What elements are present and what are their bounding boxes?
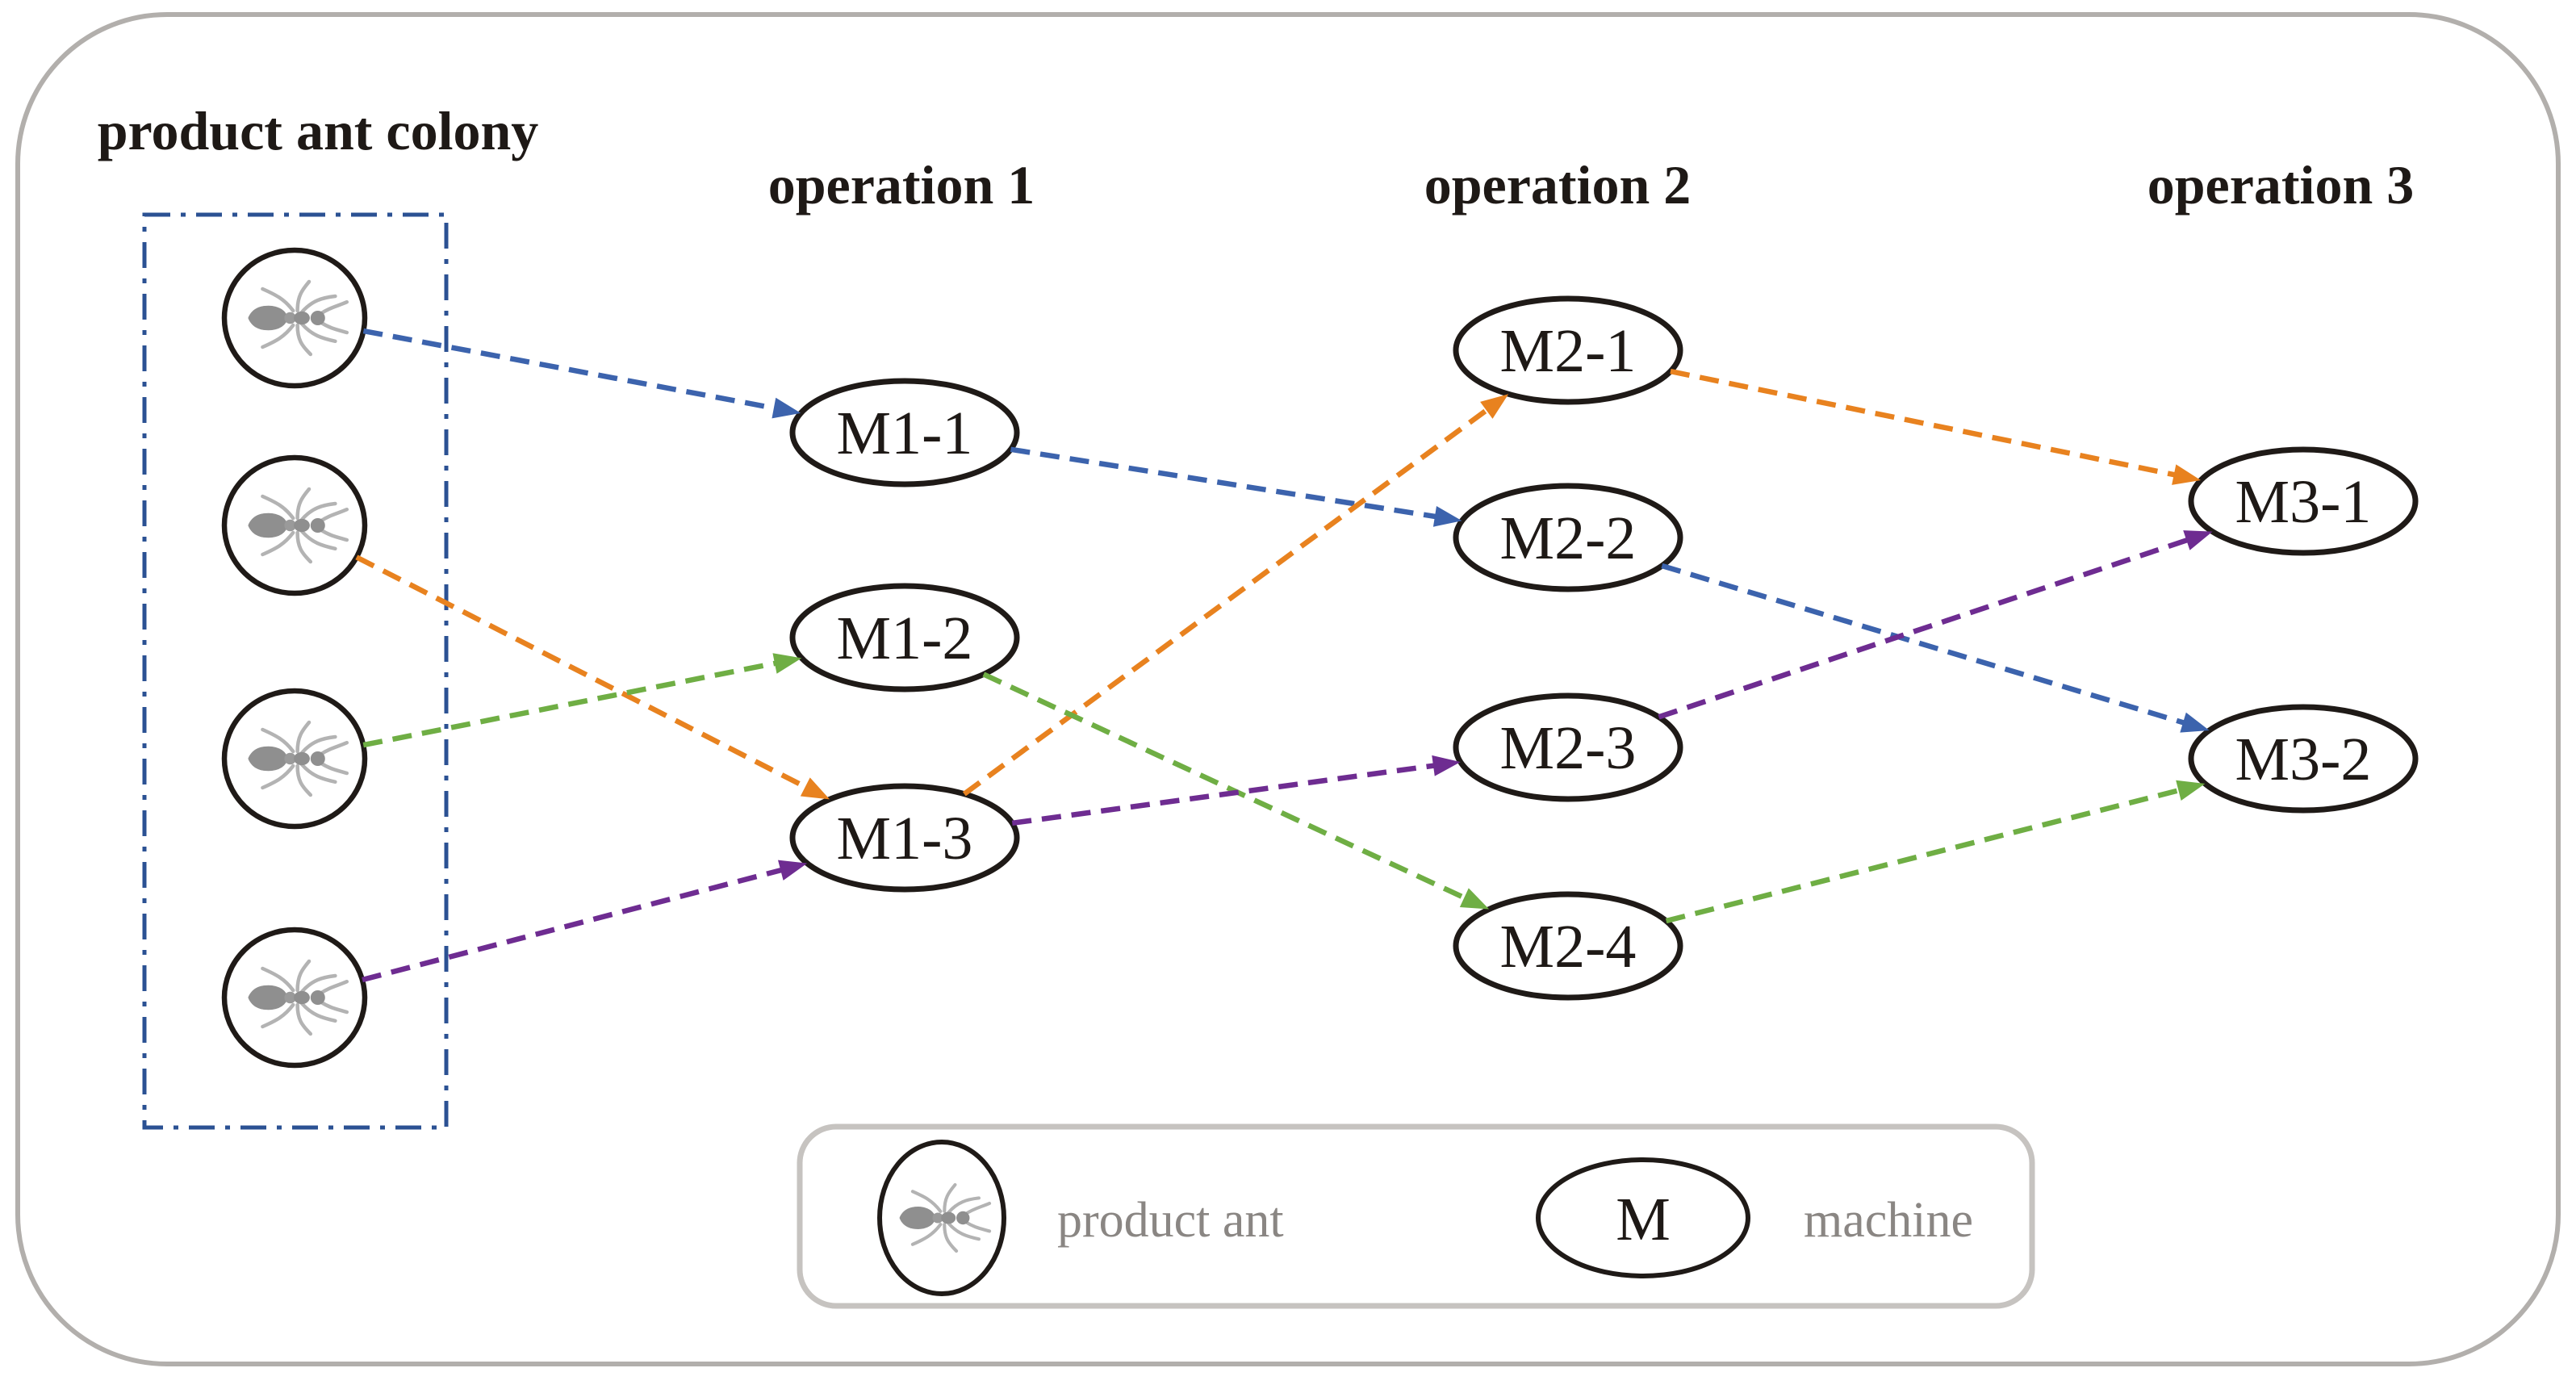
arrowhead-icon bbox=[772, 653, 802, 674]
product-ant-node-ant-3 bbox=[221, 688, 368, 830]
arrowhead-icon bbox=[1432, 506, 1462, 527]
edge-line bbox=[1665, 786, 2185, 924]
machine-ellipse bbox=[1453, 891, 1683, 1001]
product-ant-node-ant-4 bbox=[221, 927, 368, 1069]
operation-headers: operation 1 operation 2 operation 3 bbox=[768, 154, 2415, 215]
arrowhead-icon bbox=[1432, 755, 1461, 776]
nodes-layer: M1-1M1-2M1-3 M2-1M2-2M2-3M2-4 M3-1M3-2 bbox=[221, 247, 2419, 1069]
arrowhead-icon bbox=[2172, 464, 2202, 485]
machine-label: M1-3 bbox=[837, 805, 973, 872]
arrowhead-icon bbox=[1459, 888, 1490, 910]
edge-line bbox=[1670, 368, 2180, 479]
edge-line bbox=[982, 671, 1470, 902]
edge-M1-1-M2-2 bbox=[1010, 446, 1462, 527]
machine-label: M3-1 bbox=[2235, 468, 2372, 536]
edge-M1-2-M2-4 bbox=[982, 671, 1490, 910]
machine-node-M2-4: M2-4 bbox=[1453, 891, 1683, 1001]
edge-line bbox=[962, 405, 1492, 797]
edge-ant-3-M1-2 bbox=[362, 653, 802, 748]
machine-ellipse bbox=[1453, 295, 1683, 405]
edge-line bbox=[1011, 762, 1439, 826]
machine-node-M1-1: M1-1 bbox=[789, 378, 1020, 487]
edge-line bbox=[1658, 536, 2193, 720]
edge-M2-3-M3-1 bbox=[1658, 530, 2213, 720]
machine-ellipse bbox=[789, 583, 1020, 692]
edge-M1-3-M2-3 bbox=[1011, 755, 1461, 826]
machine-label: M1-2 bbox=[837, 605, 973, 672]
machine-ellipse bbox=[1453, 692, 1683, 802]
machine-ellipse bbox=[789, 378, 1020, 487]
machine-ellipse bbox=[789, 783, 1020, 893]
legend-machine-symbol: M bbox=[1616, 1186, 1671, 1253]
edge-ant-1-M1-1 bbox=[362, 328, 801, 419]
legend-machine-item: M machine bbox=[1536, 1157, 1973, 1278]
colony-boundary-box bbox=[142, 212, 449, 1130]
outer-frame bbox=[15, 12, 2561, 1366]
machine-label: M2-3 bbox=[1500, 714, 1637, 782]
machine-node-M2-1: M2-1 bbox=[1453, 295, 1683, 405]
machine-node-M1-3: M1-3 bbox=[789, 783, 1020, 893]
edge-ant-2-M1-3 bbox=[355, 554, 830, 800]
arrowhead-icon bbox=[772, 397, 801, 419]
edge-M2-4-M3-2 bbox=[1665, 780, 2206, 924]
product-ant-node-ant-1 bbox=[221, 247, 368, 389]
machine-node-M2-3: M2-3 bbox=[1453, 692, 1683, 802]
machine-ellipse bbox=[1453, 483, 1683, 592]
header-operation-3: operation 3 bbox=[2147, 154, 2415, 215]
machine-ellipse bbox=[2188, 704, 2419, 814]
machine-label: M2-1 bbox=[1500, 317, 1637, 385]
arrowhead-icon bbox=[777, 860, 808, 881]
edge-M1-3-M2-1 bbox=[962, 394, 1509, 797]
arrowhead-icon bbox=[1480, 394, 1509, 419]
edge-line bbox=[1010, 446, 1441, 521]
legend-ant-label: product ant bbox=[1057, 1193, 1284, 1248]
arrowhead-icon bbox=[2183, 530, 2213, 550]
edge-line bbox=[362, 328, 780, 412]
header-operation-2: operation 2 bbox=[1424, 154, 1692, 215]
machine-node-M3-1: M3-1 bbox=[2188, 446, 2419, 556]
machine-node-M2-2: M2-2 bbox=[1453, 483, 1683, 592]
legend-machine-label: machine bbox=[1804, 1193, 1973, 1248]
arrowhead-icon bbox=[800, 777, 830, 800]
colony-title: product ant colony bbox=[98, 100, 539, 161]
edge-M2-1-M3-1 bbox=[1670, 368, 2202, 485]
machine-ellipse bbox=[2188, 446, 2419, 556]
edge-line bbox=[362, 659, 780, 748]
machine-label: M3-2 bbox=[2235, 726, 2372, 793]
machine-label: M2-2 bbox=[1500, 504, 1637, 572]
edges-layer bbox=[355, 328, 2213, 983]
arrowhead-icon bbox=[2176, 780, 2206, 801]
legend-ant-item: product ant bbox=[877, 1140, 1284, 1296]
machine-node-M3-2: M3-2 bbox=[2188, 704, 2419, 814]
arrowhead-icon bbox=[2180, 712, 2210, 733]
legend: product ant M machine bbox=[797, 1123, 2035, 1309]
machine-node-M1-2: M1-2 bbox=[789, 583, 1020, 692]
edge-line bbox=[1661, 563, 2189, 727]
header-operation-1: operation 1 bbox=[768, 154, 1035, 215]
edge-ant-4-M1-3 bbox=[362, 860, 808, 983]
machine-label: M1-1 bbox=[837, 400, 973, 467]
legend-machine-ellipse bbox=[1536, 1157, 1750, 1278]
edge-M2-2-M3-2 bbox=[1661, 563, 2210, 733]
edge-line bbox=[355, 554, 811, 792]
machine-label: M2-4 bbox=[1500, 913, 1637, 981]
legend-frame bbox=[797, 1123, 2035, 1309]
edge-line bbox=[362, 866, 787, 983]
product-ant-node-ant-2 bbox=[221, 454, 368, 596]
